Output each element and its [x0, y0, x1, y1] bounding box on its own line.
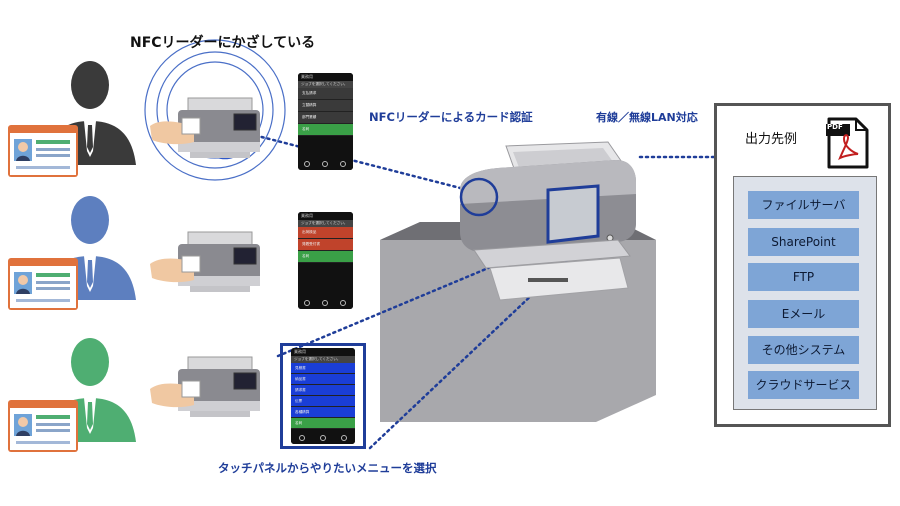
small-scanner-2 — [150, 231, 260, 292]
id-card-1 — [8, 125, 78, 177]
menu-item[interactable]: 発着受付書 — [298, 239, 353, 251]
touch-panel-footer — [298, 158, 353, 170]
touch-panel-subheader: ジョブを選択してください。 — [291, 356, 355, 363]
touch-panel-highlight — [280, 343, 366, 449]
menu-item[interactable]: 各種精算 — [291, 407, 355, 418]
nfc-auth-line — [248, 132, 470, 192]
touch-panel-footer — [291, 432, 355, 444]
info-icon — [320, 435, 326, 441]
gear-icon — [341, 435, 347, 441]
menu-item[interactable]: 伝票 — [291, 396, 355, 407]
info-icon — [322, 300, 328, 306]
info-icon — [322, 161, 328, 167]
nfc-auth-label: NFCリーダーによるカード認証 — [369, 110, 533, 124]
nfc-hold-label: NFCリーダーにかざしている — [130, 35, 316, 51]
touch-panel-1: 業務用 ジョブを選択してください。 支払請求 立替精算 部門業績 名刺 — [298, 73, 353, 170]
output-other-system: その他システム — [748, 336, 859, 364]
wifi-icon — [304, 161, 310, 167]
menu-item[interactable]: 名刺 — [298, 124, 353, 136]
small-scanner-3 — [150, 356, 260, 417]
touch-panel-3: 業務用 ジョブを選択してください。 見積書 納品書 請求書 伝票 各種精算 名刺 — [291, 348, 355, 444]
touch-panel-header: 業務用 — [298, 212, 353, 220]
pdf-icon — [826, 117, 869, 169]
menu-item[interactable]: 支払請求 — [298, 88, 353, 100]
touch-select-label: タッチパネルからやりたいメニューを選択 — [218, 461, 437, 475]
nfc-reader-ring — [459, 177, 499, 217]
touch-panel-header: 業務用 — [298, 73, 353, 81]
output-ftp: FTP — [748, 263, 859, 291]
output-file-server: ファイルサーバ — [748, 191, 859, 219]
nfc-wave-mid — [156, 51, 274, 169]
small-scanner-1 — [150, 97, 260, 158]
touch-panel-footer — [298, 297, 353, 309]
id-card-2 — [8, 258, 78, 310]
output-title: 出力先例 — [745, 132, 798, 147]
touch-panel-header: 業務用 — [291, 348, 355, 356]
touch-panel-subheader: ジョブを選択してください。 — [298, 220, 353, 227]
output-sharepoint: SharePoint — [748, 228, 859, 256]
menu-item[interactable]: 名刺 — [298, 251, 353, 263]
output-email: Eメール — [748, 300, 859, 328]
lan-label: 有線／無線LAN対応 — [596, 111, 698, 124]
menu-item[interactable]: 見積書 — [291, 363, 355, 374]
menu-item[interactable]: 名刺 — [291, 418, 355, 429]
menu-item[interactable]: 納品書 — [291, 374, 355, 385]
gear-icon — [340, 300, 346, 306]
menu-item[interactable]: 立替精算 — [298, 100, 353, 112]
gear-icon — [340, 161, 346, 167]
id-card-3 — [8, 400, 78, 452]
menu-item[interactable]: 出荷検品 — [298, 227, 353, 239]
output-cloud-service: クラウドサービス — [748, 371, 859, 399]
nfc-wave-outer — [144, 39, 286, 181]
menu-item[interactable]: 部門業績 — [298, 112, 353, 124]
wifi-icon — [299, 435, 305, 441]
touch-panel-2: 業務用 ジョブを選択してください。 出荷検品 発着受付書 名刺 — [298, 212, 353, 309]
large-scanner — [460, 141, 636, 301]
wifi-icon — [304, 300, 310, 306]
pdf-label: PDF — [827, 123, 843, 131]
menu-item[interactable]: 請求書 — [291, 385, 355, 396]
touch-panel-subheader: ジョブを選択してください。 — [298, 81, 353, 88]
